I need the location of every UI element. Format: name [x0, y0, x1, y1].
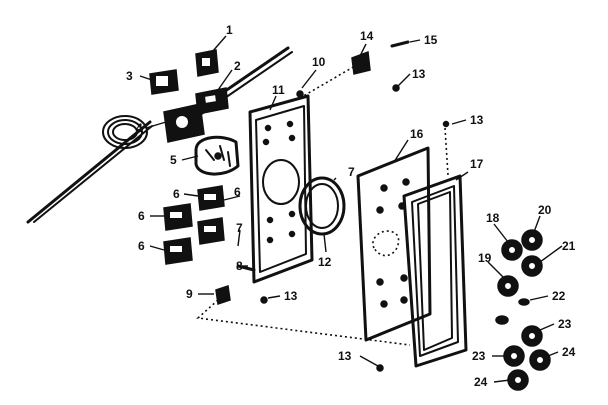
callout-7a: 7 [236, 221, 243, 235]
callout-8: 8 [236, 259, 243, 273]
part-2-switch-body [195, 87, 229, 115]
knob-21 [521, 255, 543, 277]
callout-19: 19 [478, 251, 492, 265]
knob-18 [501, 239, 523, 261]
callout-5: 5 [170, 153, 177, 167]
part-10-screw [296, 90, 304, 98]
callout-2: 2 [234, 59, 241, 73]
part-6-switch-c [163, 203, 193, 231]
part-16-backing-plate [356, 146, 432, 342]
callout-18: 18 [486, 211, 500, 225]
callout-leaders [139, 35, 563, 383]
knob-23b [503, 345, 525, 367]
callout-23b: 23 [472, 349, 486, 363]
callout-7b: 7 [348, 165, 355, 179]
part-4-thermostat-body [163, 103, 205, 143]
callout-16: 16 [410, 127, 424, 141]
part-6-switch-b [197, 217, 225, 245]
callout-10: 10 [312, 55, 326, 69]
knob-24b [507, 369, 529, 391]
callout-6d: 6 [138, 239, 145, 253]
callout-4: 4 [136, 121, 143, 135]
part-15-screw [390, 40, 410, 48]
callout-17: 17 [470, 157, 484, 171]
knob-20 [521, 229, 543, 251]
part-17-frame [402, 174, 468, 368]
part-12-mounting-ring [298, 176, 346, 236]
part-14-bracket [351, 50, 371, 75]
callout-6b: 6 [234, 185, 241, 199]
part-13-screws [260, 84, 450, 372]
part-9-clip [215, 285, 231, 305]
callout-6c: 6 [138, 209, 145, 223]
callout-labels: 1 2 3 4 5 6 6 6 6 7 7 8 9 10 11 12 13 13… [126, 23, 576, 389]
callout-24b: 24 [474, 375, 488, 389]
thermostat-capillary-tube [26, 46, 293, 224]
callout-12: 12 [318, 255, 332, 269]
callout-9: 9 [186, 287, 193, 301]
callout-13a: 13 [284, 289, 298, 303]
part-5-thermostat-dial [194, 135, 240, 176]
part-6-switch-d [163, 237, 193, 265]
callout-13d: 13 [338, 349, 352, 363]
callout-20: 20 [538, 203, 552, 217]
part-6-switch-a [197, 185, 225, 211]
knob-23 [521, 325, 543, 347]
callout-15: 15 [424, 33, 438, 47]
knob-24 [529, 349, 551, 371]
part-22-washer [518, 298, 530, 306]
callout-24a: 24 [562, 345, 576, 359]
part-23-washer [495, 315, 509, 325]
callout-21: 21 [562, 239, 576, 253]
callout-13b: 13 [412, 67, 426, 81]
callout-14: 14 [360, 29, 374, 43]
callout-22: 22 [552, 289, 566, 303]
callout-11: 11 [272, 83, 285, 97]
knob-19 [497, 275, 519, 297]
callout-3: 3 [126, 69, 133, 83]
callout-13c: 13 [470, 113, 484, 127]
part-11-mounting-panel [248, 94, 314, 284]
part-1-contact-block [195, 49, 219, 77]
callout-23a: 23 [558, 317, 572, 331]
callout-1: 1 [226, 23, 233, 37]
callout-6a: 6 [173, 187, 180, 201]
assembly-guide-lines [196, 65, 449, 346]
part-3-switch-block [149, 69, 179, 95]
